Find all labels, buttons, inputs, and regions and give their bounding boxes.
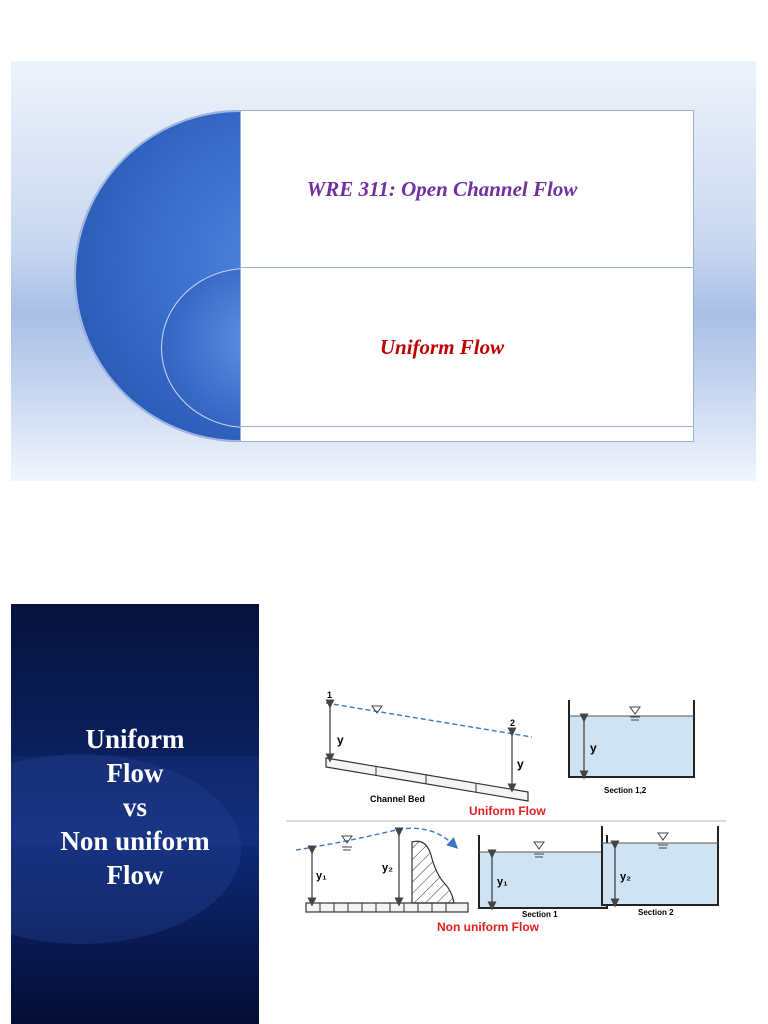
sloped-bed	[325, 757, 529, 802]
section-2-walls	[601, 826, 719, 906]
depth-label-y1: y₁	[316, 870, 327, 882]
section-water	[569, 716, 694, 776]
channel-bed-label: Channel Bed	[370, 794, 425, 804]
point-2-label: 2	[510, 718, 515, 728]
section-2-label: Section 2	[638, 908, 674, 917]
depth-label-1: y	[337, 733, 344, 747]
course-title-box: WRE 311: Open Channel Flow	[240, 110, 694, 268]
section-depth-label: y	[590, 741, 597, 755]
section-1-water	[479, 852, 607, 907]
section-1-2-label: Section 1,2	[604, 786, 647, 795]
depth-label-2: y	[517, 757, 524, 771]
water-surface-curve	[295, 827, 459, 851]
uniform-flow-caption: Uniform Flow	[469, 804, 546, 818]
section-1-water-symbol	[533, 841, 545, 850]
flat-bed	[305, 902, 469, 913]
topic-title: Uniform Flow	[379, 334, 505, 359]
water-surface-line	[325, 702, 533, 738]
comparison-title-panel: Uniform Flow vs Non uniform Flow	[11, 604, 259, 1024]
comparison-title: Uniform Flow vs Non uniform Flow	[11, 722, 259, 892]
panel-band	[11, 756, 259, 846]
title-slide: WRE 311: Open Channel Flow Uniform Flow	[11, 61, 756, 481]
title-line: Flow	[106, 860, 164, 890]
footer-strip	[240, 426, 694, 442]
water-level-symbol	[371, 705, 383, 714]
depth-label-y2: y₂	[382, 862, 393, 874]
water-level-symbol	[341, 835, 353, 844]
section-walls	[568, 700, 695, 778]
course-title: WRE 311: Open Channel Flow	[306, 176, 578, 201]
flow-diagram-svg: 1 2 y y Channel Bed Uniform Flow y Secti…	[286, 690, 726, 934]
section-2-water	[602, 843, 718, 905]
title-line: vs	[122, 792, 147, 822]
nonuniform-flow-caption: Non uniform Flow	[437, 920, 540, 934]
section-2-depth-label: y₂	[620, 871, 631, 883]
title-line: Non uniform	[60, 826, 210, 856]
point-1-label: 1	[327, 690, 332, 700]
uniform-flow-diagram: 1 2 y y Channel Bed Uniform Flow y Secti…	[325, 690, 695, 818]
title-line: Flow	[106, 758, 164, 788]
section-water-symbol	[629, 706, 641, 715]
weir-obstruction	[411, 840, 455, 904]
flow-diagram: 1 2 y y Channel Bed Uniform Flow y Secti…	[286, 680, 736, 940]
nonuniform-flow-diagram: y₁ y₂ Non uniform Flow y₁ Section 1 y₂ S…	[295, 826, 719, 934]
bed-ticks	[319, 903, 447, 912]
section-1-depth-label: y₁	[497, 876, 508, 888]
section-2-water-symbol	[657, 832, 669, 841]
topic-title-box: Uniform Flow	[240, 267, 694, 427]
title-line: Uniform	[85, 724, 185, 754]
section-1-label: Section 1	[522, 910, 558, 919]
